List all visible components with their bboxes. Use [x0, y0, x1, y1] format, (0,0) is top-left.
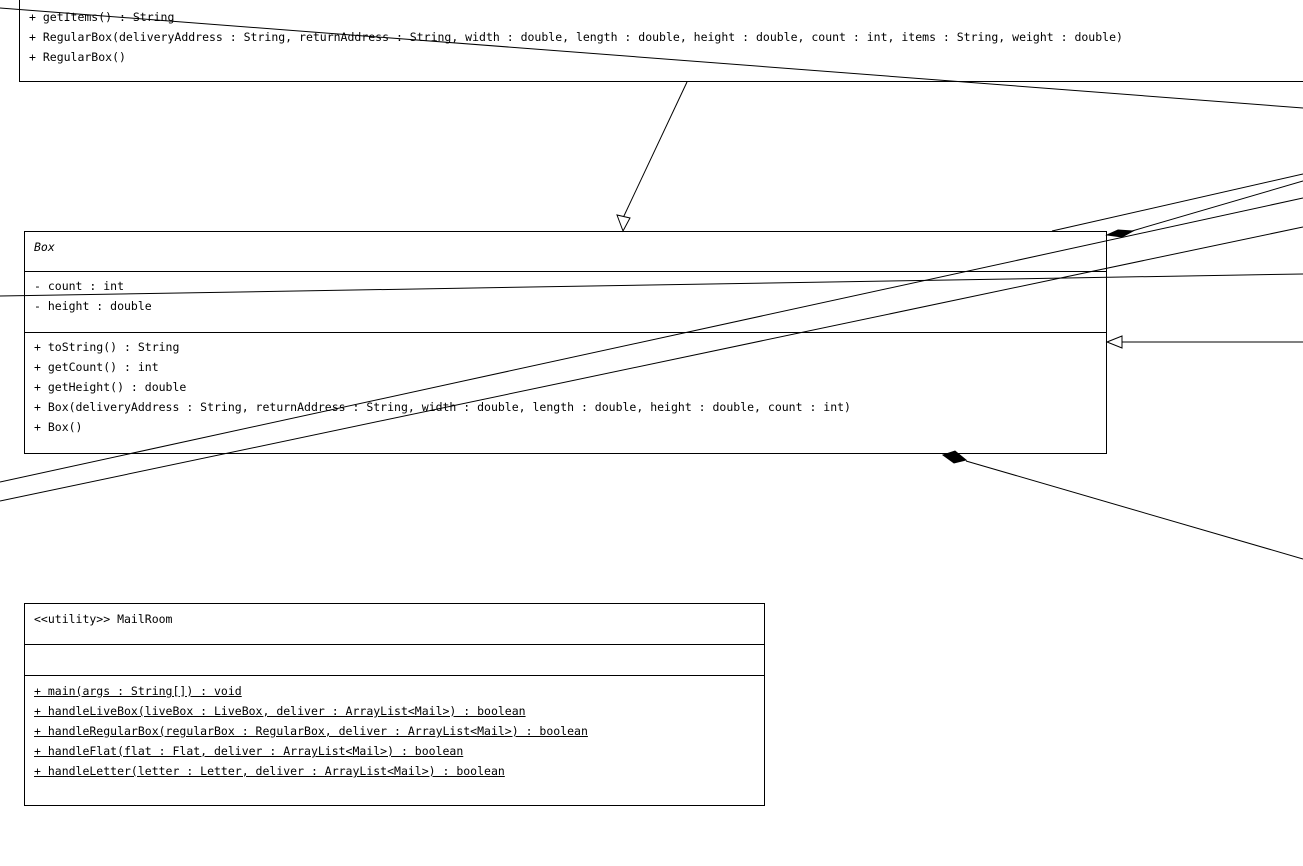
regularbox-operation-constructor-full: + RegularBox(deliveryAddress : String, r…	[29, 30, 1123, 44]
mailroom-operation-handle-regular-box: + handleRegularBox(regularBox : RegularB…	[34, 724, 588, 738]
mailroom-operations: + main(args : String[]) : void + handleL…	[25, 675, 764, 785]
mailroom-operation-handle-flat: + handleFlat(flat : Flat, deliver : Arra…	[34, 744, 464, 758]
mailroom-operation-handle-live-box: + handleLiveBox(liveBox : LiveBox, deliv…	[34, 704, 526, 718]
box-class-name: Box	[34, 240, 55, 254]
class-mailroom[interactable]: <<utility>> MailRoom + main(args : Strin…	[24, 603, 765, 806]
class-box[interactable]: Box - count : int - height : double + to…	[24, 231, 1107, 454]
regularbox-operation-get-items: + getItems() : String	[29, 10, 175, 24]
mailroom-attributes	[25, 644, 764, 675]
generalization-regularbox-to-box	[622, 81, 688, 219]
mailroom-operation-main: + main(args : String[]) : void	[34, 684, 242, 698]
regularbox-operations: + getItems() : String + RegularBox(deliv…	[20, 0, 1303, 71]
box-operations: + toString() : String + getCount() : int…	[25, 332, 1106, 441]
box-operation-get-count: + getCount() : int	[34, 360, 159, 374]
box-attribute-height: - height : double	[34, 299, 152, 313]
mailroom-operation-handle-letter: + handleLetter(letter : Letter, deliver …	[34, 764, 505, 778]
generalization-arrowhead-box-top	[616, 214, 631, 233]
composition-diamond-box-top-right	[1105, 229, 1135, 238]
class-regularbox[interactable]: + getItems() : String + RegularBox(deliv…	[19, 0, 1303, 82]
box-operation-to-string: + toString() : String	[34, 340, 180, 354]
box-operation-get-height: + getHeight() : double	[34, 380, 187, 394]
composition-line-box-bottom	[965, 460, 1303, 560]
composition-line-upper-b	[1131, 180, 1303, 232]
box-operation-constructor-empty: + Box()	[34, 420, 83, 434]
box-attribute-count: - count : int	[34, 279, 125, 293]
composition-line-upper-a	[1051, 173, 1303, 232]
regularbox-operation-constructor-empty: + RegularBox()	[29, 50, 126, 64]
mailroom-class-name: <<utility>> MailRoom	[34, 612, 173, 626]
box-operation-constructor-full: + Box(deliveryAddress : String, returnAd…	[34, 400, 851, 414]
box-attributes: - count : int - height : double	[25, 271, 1106, 332]
generalization-arrowhead-box-right	[1105, 335, 1123, 349]
regularbox-operation-partial	[29, 0, 1303, 7]
